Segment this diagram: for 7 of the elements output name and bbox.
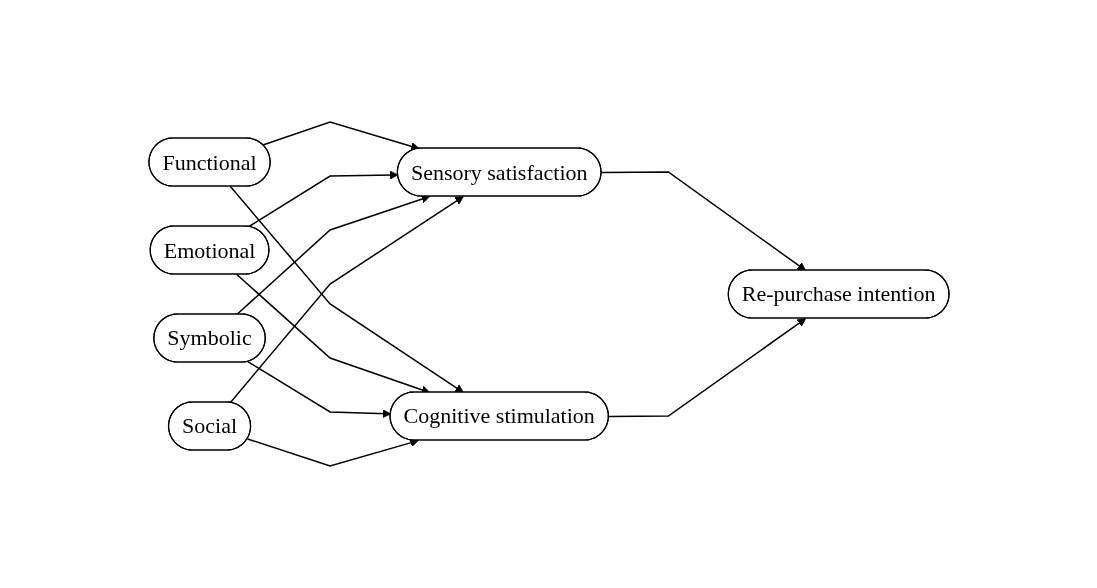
arrow xyxy=(600,171,806,271)
arrow xyxy=(235,194,430,316)
arrow xyxy=(607,318,806,418)
arrow xyxy=(246,360,391,419)
arrow xyxy=(246,438,419,467)
arrow xyxy=(261,121,419,151)
arrow xyxy=(247,170,398,228)
